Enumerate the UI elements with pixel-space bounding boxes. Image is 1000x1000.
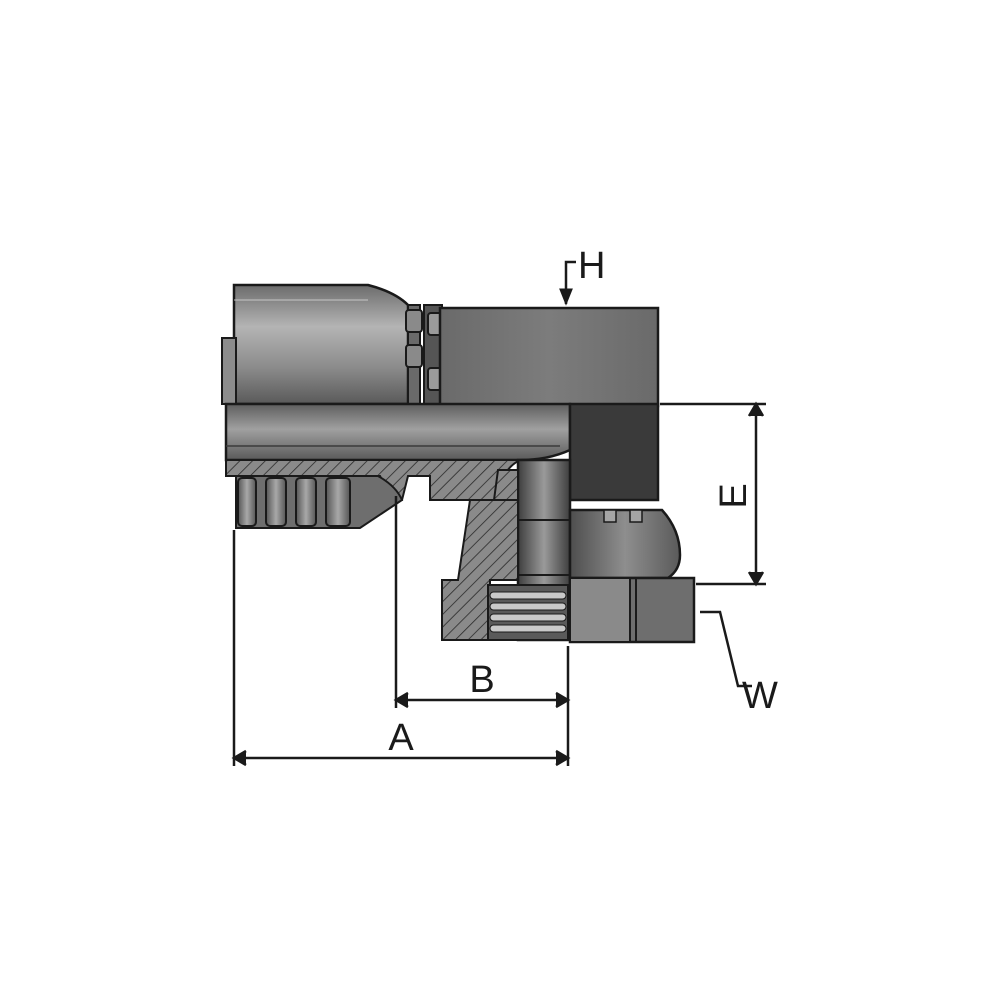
dimension-lines <box>231 260 766 767</box>
swivel-nut <box>568 508 696 644</box>
horizontal-tube <box>224 402 572 462</box>
ferrule <box>221 283 410 406</box>
hose-barbs <box>235 475 404 529</box>
thread-ridges <box>487 584 569 641</box>
label-b: B <box>469 659 494 701</box>
label-h: H <box>578 245 605 287</box>
label-w: W <box>742 675 778 717</box>
elbow-body <box>438 306 660 408</box>
label-e: E <box>713 483 755 508</box>
label-a: A <box>388 717 414 759</box>
swivel-nut-section <box>441 469 519 641</box>
collar-hex <box>405 304 445 405</box>
corner-block <box>568 402 660 502</box>
